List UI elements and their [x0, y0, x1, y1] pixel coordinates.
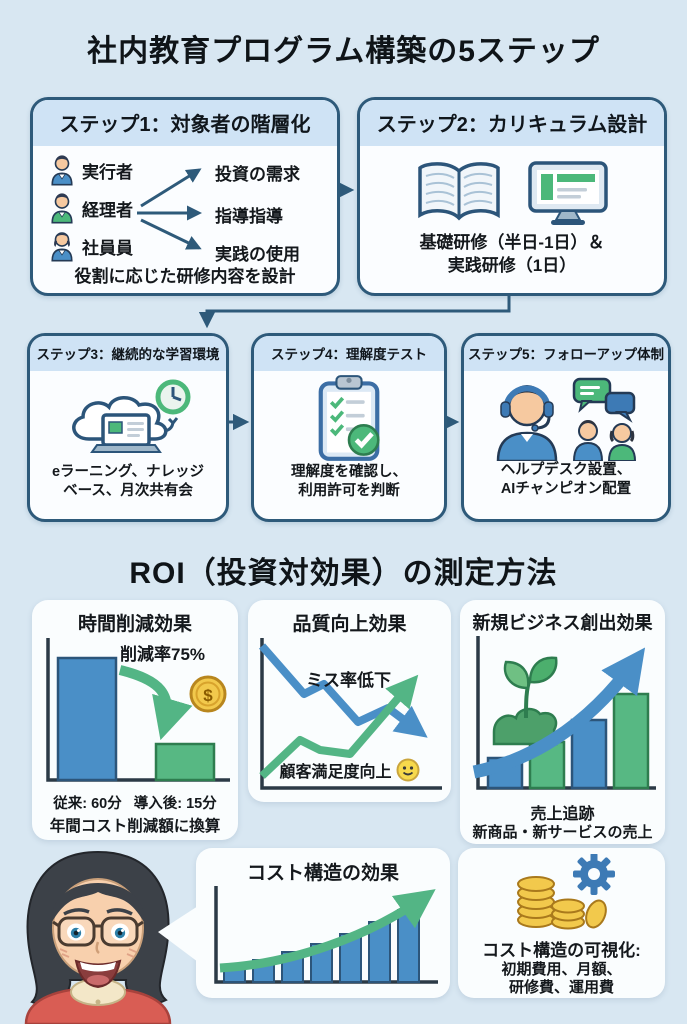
person-icon	[51, 193, 73, 224]
step3-text-line1: eラーニング、ナレッジ	[51, 464, 205, 480]
step4-text-line2: 利用許可を判断	[298, 482, 400, 499]
headset-agent-icon	[496, 377, 637, 461]
result-label: 投資の需求	[215, 165, 300, 184]
quality-lines-chart	[258, 638, 442, 790]
role-row-manager: 経理者	[49, 192, 133, 224]
roi-card-quality: 品質向上効果 ミス率低下 顧客満足度向上	[248, 600, 451, 802]
step4-text-line1: 理解度を確認し、	[291, 464, 407, 480]
roi-card-newbiz: 新規ビジネス創出効果 売上追跡 新商品・新サービスの売上	[460, 600, 665, 844]
step2-text-line2: 実践研修（1日）	[447, 255, 577, 275]
coins-stack-icon	[517, 854, 615, 930]
cost-effect-chart	[214, 886, 438, 984]
role-row-executor: 実行者	[49, 154, 133, 186]
result-label: 指導指導	[215, 207, 283, 226]
roi-quality-label-top: ミス率低下	[306, 671, 391, 690]
step3-header: ステップ3：継続的な学習環境	[30, 336, 226, 371]
roi-quality-bottom-row: 顧客満足度向上	[248, 758, 451, 782]
section1-title: 社内教育プログラム構築の5ステップ	[87, 35, 600, 68]
roi-newbiz-caption2: 新商品・新サービスの売上	[472, 824, 653, 841]
step2-icons	[412, 154, 612, 232]
step2-text-line1: 基礎研修（半日-1日）＆	[419, 233, 605, 252]
fan-arrows-icon	[137, 168, 202, 250]
step4-body: 理解度を確認し、 利用許可を判断	[254, 371, 444, 519]
cost-visibility-card: コスト構造の可視化: 初期費用、月額、 研修費、運用費	[458, 848, 665, 998]
roi-newbiz-caption1: 売上追跡	[530, 806, 595, 823]
step4-box: ステップ4：理解度テスト 理解度を確認し、 利用許可を判断	[251, 333, 447, 522]
role-label: 社員員	[82, 238, 133, 258]
monitor-icon	[528, 161, 608, 225]
roi-card-time: 時間削減効果 $ 削減率75% 従来: 60分 導入後: 15分 年間コスト削減…	[32, 600, 238, 840]
step1-footer: 役割に応じた研修内容を設計	[74, 267, 296, 286]
gear-icon	[573, 854, 615, 895]
time-reduction-chart: $	[46, 638, 230, 782]
roi-quality-title: 品質向上効果	[292, 614, 407, 635]
roi-time-caption: 年間コスト削減額に換算	[49, 818, 221, 835]
roi-time-title: 時間削減効果	[77, 614, 192, 635]
cost-visibility-line1: 初期費用、月額、	[501, 961, 622, 978]
step5-box: ステップ5：フォローアップ体制	[461, 333, 671, 522]
person-icon	[51, 155, 73, 186]
newbiz-growth-chart	[472, 636, 656, 790]
open-book-icon	[418, 162, 500, 221]
people-icon	[572, 420, 637, 461]
chat-bubbles-icon	[572, 377, 636, 423]
roi-time-before: 従来: 60分	[53, 796, 122, 812]
presenter-woman-illustration	[24, 850, 172, 1024]
svg-text:$: $	[203, 686, 213, 705]
step1-header: ステップ1：対象者の階層化	[33, 100, 337, 146]
sprout-icon	[492, 656, 558, 746]
clipboard-check-icon	[318, 375, 380, 461]
roi-time-rate: 削減率75%	[120, 645, 206, 664]
step2-box: ステップ2：カリキュラム設計 基礎研修（半日-1日）＆ 実践研修（1日）	[357, 97, 667, 296]
step3-body: eラーニング、ナレッジ ベース、月次共有会	[30, 371, 226, 519]
cost-effect-title: コスト構造の効果	[246, 863, 399, 884]
roi-time-after: 導入後: 15分	[133, 796, 217, 812]
step5-text-line1: ヘルプデスク設置、	[500, 462, 632, 478]
roi-quality-label-bottom: 顧客満足度向上	[279, 764, 392, 781]
step5-text-line2: AIチャンピオン配置	[500, 480, 632, 497]
step2-header: ステップ2：カリキュラム設計	[360, 100, 664, 146]
step3-text-line2: ベース、月次共有会	[63, 482, 193, 499]
step1-box: ステップ1：対象者の階層化 実行者 経理者	[30, 97, 340, 296]
section2-title: ROI（投資対効果）の測定方法	[129, 557, 558, 590]
cost-effect-card: コスト構造の効果	[158, 848, 450, 998]
cost-visibility-line2: 研修費、運用費	[508, 979, 614, 996]
step3-box: ステップ3：継続的な学習環境 eラーニング、ナレッジ ベース、月次共有会	[27, 333, 229, 522]
roi-newbiz-title: 新規ビジネス創出効果	[472, 613, 653, 633]
result-label: 実践の使用	[215, 245, 300, 264]
step5-header: ステップ5：フォローアップ体制	[464, 336, 668, 371]
step1-body: 実行者 経理者 社員員	[33, 146, 337, 293]
person-icon	[51, 232, 73, 262]
step4-header: ステップ4：理解度テスト	[254, 336, 444, 371]
role-label: 経理者	[82, 200, 133, 220]
speech-bubble-tail	[158, 906, 198, 962]
roi-time-labels: 従来: 60分 導入後: 15分	[32, 792, 238, 813]
role-label: 実行者	[82, 162, 133, 182]
smiley-icon	[396, 758, 419, 782]
cloud-laptop-icon	[72, 379, 191, 453]
cost-visibility-title: コスト構造の可視化:	[482, 941, 641, 960]
step2-body: 基礎研修（半日-1日）＆ 実践研修（1日）	[360, 146, 664, 293]
step5-body: ヘルプデスク設置、 AIチャンピオン配置	[464, 371, 668, 519]
role-row-employee: 社員員	[49, 230, 133, 262]
